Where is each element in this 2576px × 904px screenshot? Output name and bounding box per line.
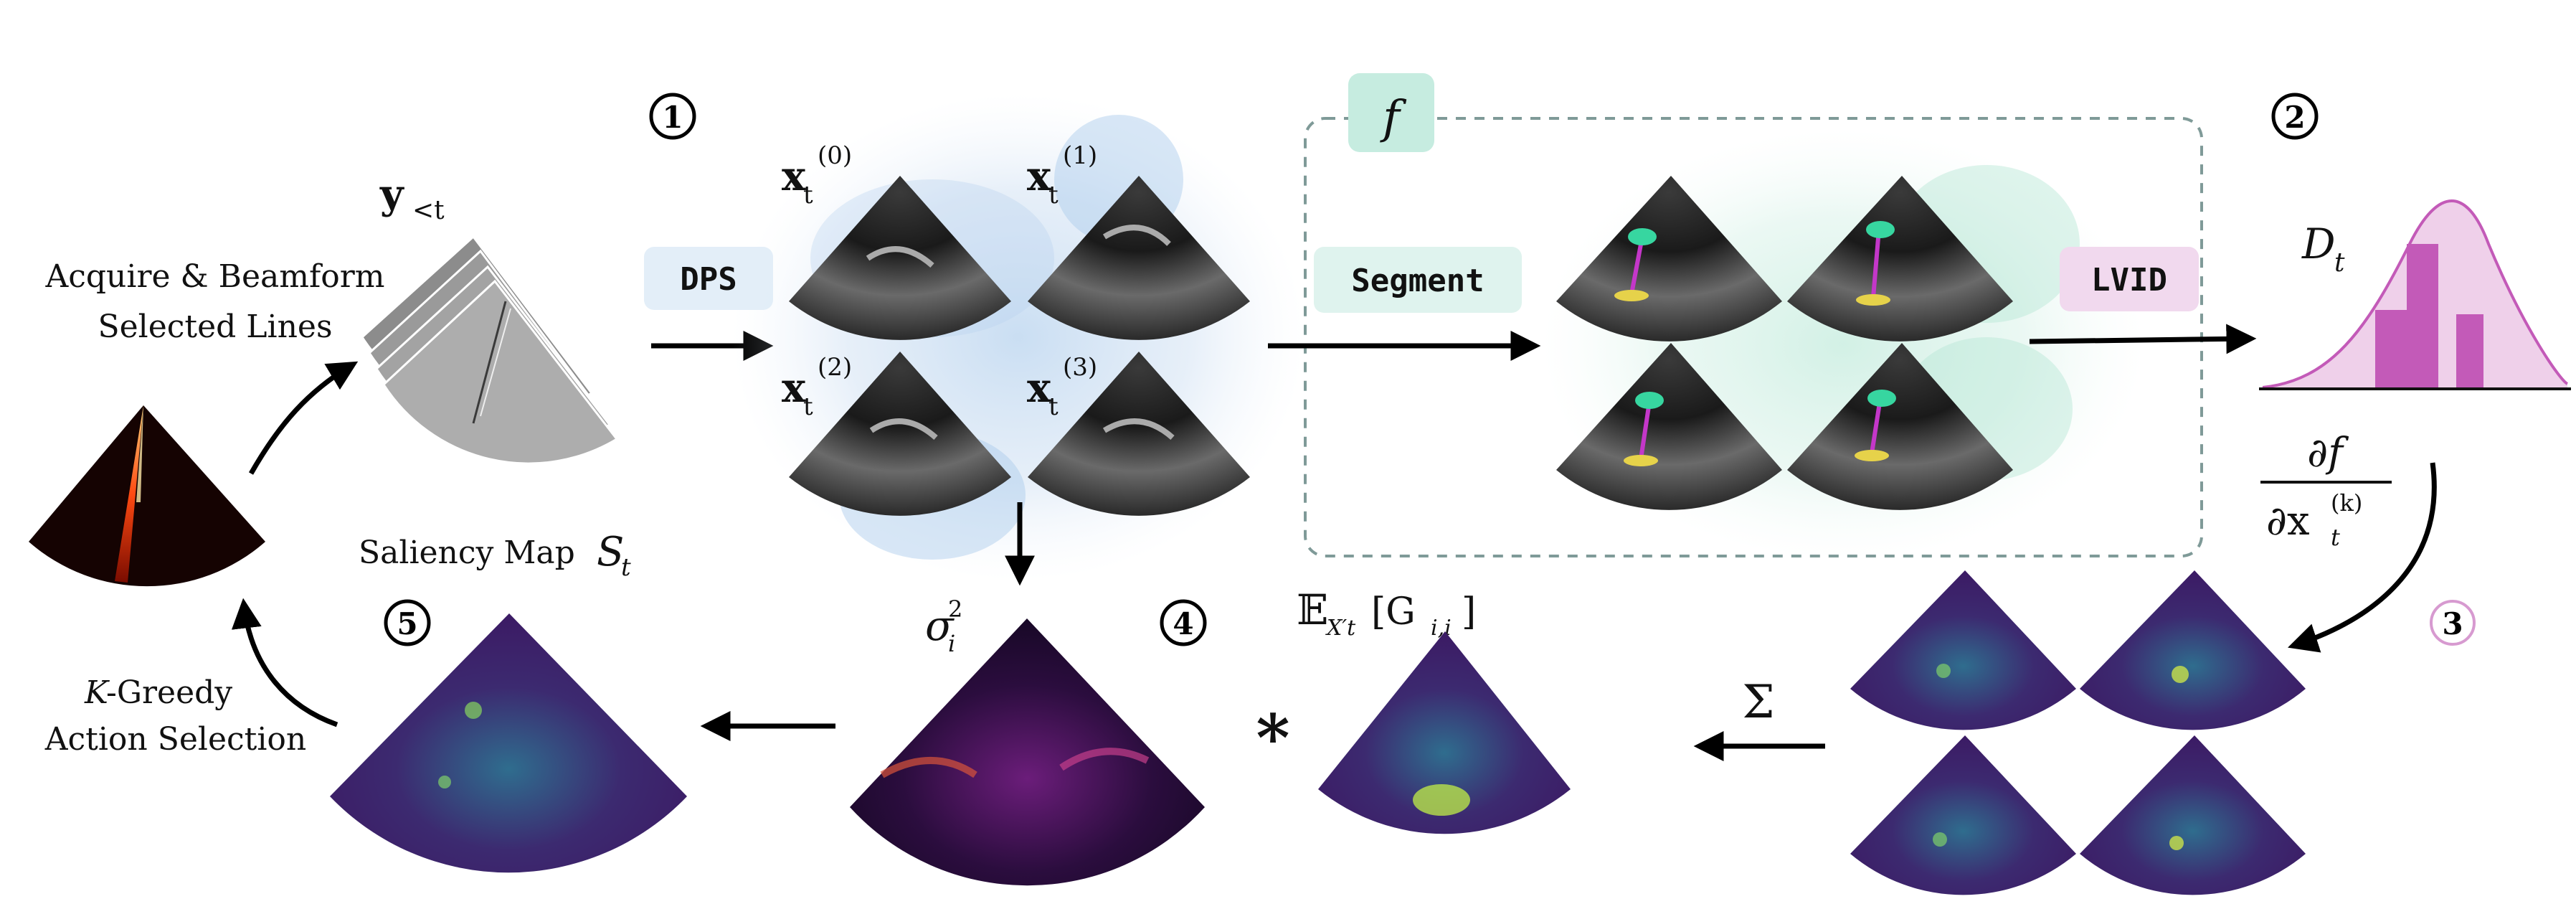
dt-symbol: D xyxy=(2301,220,2336,268)
svg-text:(k): (k) xyxy=(2331,489,2362,517)
posterior-sample-1 xyxy=(1028,176,1250,340)
sum-symbol: Σ xyxy=(1742,676,1774,729)
acquired-lines-stack xyxy=(361,235,619,465)
lvid-box: LVID xyxy=(2060,247,2199,311)
y-subscript: <t xyxy=(412,196,445,225)
svg-text:5: 5 xyxy=(397,606,417,641)
step-3-marker: 3 xyxy=(2430,600,2476,646)
saliency-map xyxy=(330,613,687,873)
segmented-sample-2 xyxy=(1556,343,1782,510)
dt-subscript: t xyxy=(2334,248,2345,278)
sample-label-0: x t (0) xyxy=(782,141,852,209)
gradient-map-1 xyxy=(2080,570,2306,730)
svg-text:K: K xyxy=(84,674,110,711)
svg-text:t: t xyxy=(803,392,813,421)
svg-text:(3): (3) xyxy=(1063,353,1097,382)
svg-text:t: t xyxy=(1048,392,1059,421)
acquire-label-line1: Acquire & Beamform xyxy=(44,258,384,295)
arrow-to-acquisition xyxy=(231,598,338,728)
svg-text:σ: σ xyxy=(925,601,955,650)
segmented-sample-3 xyxy=(1787,343,2013,510)
distribution-plot xyxy=(2259,199,2571,390)
saliency-symbol: S xyxy=(597,529,624,575)
variance-map xyxy=(850,618,1205,886)
multiply-symbol: * xyxy=(1256,700,1289,776)
greedy-label-line2: Action Selection xyxy=(44,721,307,758)
saliency-subscript: t xyxy=(621,553,631,582)
arrow-acquire-to-y xyxy=(248,361,359,475)
svg-text:∂x: ∂x xyxy=(2266,498,2310,545)
step-4-marker: 4 xyxy=(1160,599,1207,646)
svg-text:x: x xyxy=(782,153,806,200)
arrow-to-gradient-maps xyxy=(2288,462,2437,653)
sample-label-3: x t (3) xyxy=(1027,353,1097,421)
gradient-map-0 xyxy=(1850,570,2076,730)
svg-text:x: x xyxy=(782,364,806,412)
svg-text:3: 3 xyxy=(2442,606,2463,641)
segment-box: Segment xyxy=(1314,247,1522,313)
svg-text:∂f: ∂f xyxy=(2307,430,2349,476)
lvid-label: LVID xyxy=(2091,262,2167,298)
svg-text:x: x xyxy=(1027,364,1051,412)
posterior-sample-0 xyxy=(789,176,1011,340)
gradient-fraction: ∂f ∂x t (k) xyxy=(2260,430,2392,551)
dps-label: DPS xyxy=(680,261,737,298)
svg-text:[G: [G xyxy=(1371,590,1416,634)
posterior-sample-3 xyxy=(1028,352,1250,516)
greedy-label: K -Greedy xyxy=(84,674,232,711)
saliency-label: Saliency Map xyxy=(359,535,575,571)
svg-text:1: 1 xyxy=(662,100,683,135)
acquire-label-line2: Selected Lines xyxy=(98,309,332,345)
svg-text:t: t xyxy=(803,181,813,209)
gradient-map-2 xyxy=(1850,735,2076,895)
f-label-box: f xyxy=(1348,73,1434,152)
sample-label-1: x t (1) xyxy=(1027,141,1097,209)
svg-text:(1): (1) xyxy=(1063,141,1097,170)
svg-text:(0): (0) xyxy=(818,141,852,170)
svg-text:𝔼: 𝔼 xyxy=(1297,585,1328,634)
expected-gradient-map xyxy=(1318,631,1571,834)
svg-text:i: i xyxy=(948,630,955,657)
step-2-marker: 2 xyxy=(2271,93,2319,140)
sample-label-2: x t (2) xyxy=(782,353,852,421)
svg-text:2: 2 xyxy=(2284,100,2305,135)
svg-text:4: 4 xyxy=(1173,606,1193,641)
arrow-to-distribution xyxy=(2029,324,2257,354)
step-1-marker: 1 xyxy=(649,93,696,140)
svg-text:X′t: X′t xyxy=(1325,616,1356,641)
variance-label: σ i 2 xyxy=(925,595,962,657)
step-5-marker: 5 xyxy=(384,599,431,646)
segmented-sample-0 xyxy=(1556,176,1782,342)
svg-text:]: ] xyxy=(1462,590,1476,634)
segmented-sample-1 xyxy=(1787,176,2013,342)
svg-text:2: 2 xyxy=(948,595,962,623)
y-symbol: y xyxy=(379,171,404,218)
svg-text:-Greedy: -Greedy xyxy=(106,674,232,711)
acquired-beam-image xyxy=(29,405,265,587)
svg-text:t: t xyxy=(1048,181,1059,209)
svg-text:(2): (2) xyxy=(818,353,852,382)
svg-text:x: x xyxy=(1027,153,1051,200)
segment-label: Segment xyxy=(1351,263,1484,299)
posterior-sample-2 xyxy=(789,352,1011,516)
expectation-label: 𝔼 X′t [G i,i ] xyxy=(1297,585,1476,641)
svg-text:t: t xyxy=(2331,524,2340,551)
gradient-map-3 xyxy=(2080,735,2306,895)
